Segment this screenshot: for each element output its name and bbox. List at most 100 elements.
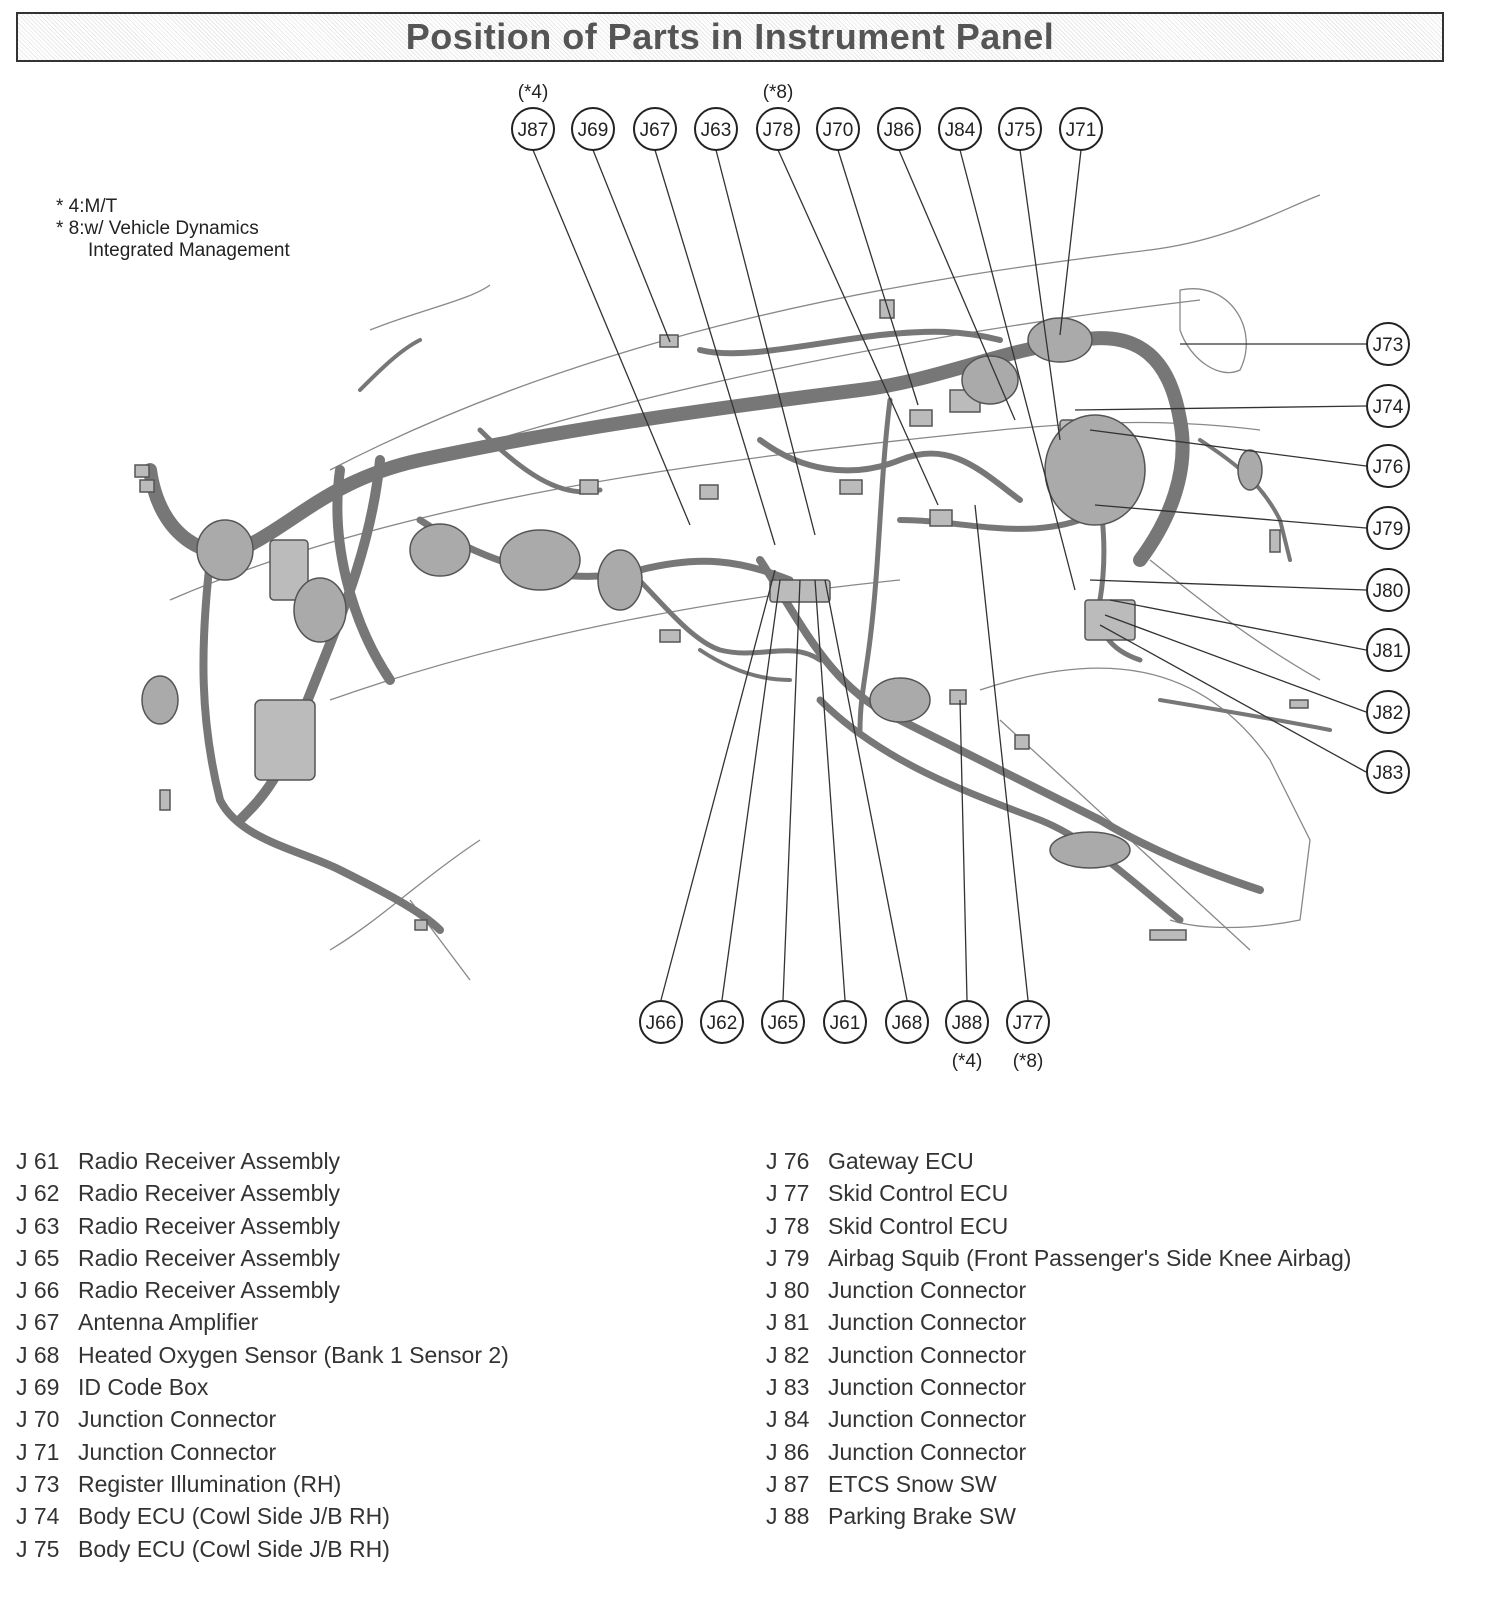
callout-j76: J76 — [1366, 444, 1410, 488]
legend-code: J 65 — [16, 1244, 60, 1271]
callout-label: J65 — [768, 1013, 799, 1034]
callout-label: J88 — [952, 1013, 983, 1034]
legend-name: Skid Control ECU — [828, 1180, 1009, 1207]
legend-row: J 62 Radio Receiver Assembly — [16, 1177, 509, 1209]
callout-j79: J79 — [1366, 506, 1410, 550]
callout-j88: J88 (*4) — [945, 1000, 989, 1072]
callout-label: J82 — [1373, 703, 1404, 724]
legend-code: J 69 — [16, 1374, 60, 1401]
legend-code: J 86 — [766, 1438, 810, 1465]
legend-name: Junction Connector — [828, 1438, 1027, 1465]
legend-name: Junction Connector — [828, 1277, 1027, 1304]
legend-name: Body ECU (Cowl Side J/B RH) — [78, 1535, 390, 1562]
footnote-4: * 4:M/T — [56, 196, 118, 217]
legend-row: J 75 Body ECU (Cowl Side J/B RH) — [16, 1533, 509, 1565]
callout-j67: J67 — [633, 107, 677, 151]
legend-row: J 77 Skid Control ECU — [766, 1177, 1351, 1209]
legend-code: J 73 — [16, 1470, 60, 1497]
callout-j62: J62 — [700, 1000, 744, 1044]
callout-label: J84 — [945, 120, 976, 141]
legend-code: J 68 — [16, 1341, 60, 1368]
legend-name: Airbag Squib (Front Passenger's Side Kne… — [828, 1244, 1352, 1271]
callout-note: (*4) — [518, 82, 549, 103]
callout-label: J75 — [1005, 120, 1036, 141]
callout-j70: J70 — [816, 107, 860, 151]
callout-label: J63 — [701, 120, 732, 141]
callout-label: J73 — [1373, 335, 1404, 356]
callout-j83: J83 — [1366, 750, 1410, 794]
callout-label: J61 — [830, 1013, 861, 1034]
legend-row: J 81 Junction Connector — [766, 1306, 1351, 1338]
legend-code: J 76 — [766, 1148, 810, 1174]
legend-code: J 75 — [16, 1535, 60, 1562]
callout-j84: J84 — [938, 107, 982, 151]
legend-name: Junction Connector — [78, 1438, 277, 1465]
callout-j80: J80 — [1366, 568, 1410, 612]
legend-code: J 87 — [766, 1470, 810, 1497]
callout-label: J78 — [763, 120, 794, 141]
footnote-8-continued: Integrated Management — [88, 240, 290, 261]
legend-row: J 82 Junction Connector — [766, 1339, 1351, 1371]
legend-code: J 81 — [766, 1309, 810, 1336]
callout-note: (*4) — [952, 1051, 983, 1072]
legend-code: J 79 — [766, 1244, 810, 1271]
callout-note: (*8) — [1013, 1051, 1044, 1072]
callout-label: J70 — [823, 120, 854, 141]
callout-j78: (*8) J78 — [756, 82, 800, 151]
callout-label: J86 — [884, 120, 915, 141]
legend-code: J 84 — [766, 1406, 810, 1433]
callout-j69: J69 — [571, 107, 615, 151]
legend-name: ID Code Box — [78, 1374, 209, 1401]
callout-j63: J63 — [694, 107, 738, 151]
legend-name: Skid Control ECU — [828, 1212, 1009, 1239]
legend-code: J 82 — [766, 1341, 810, 1368]
legend-name: Junction Connector — [828, 1406, 1027, 1433]
title-banner: Position of Parts in Instrument Panel — [16, 12, 1444, 62]
callout-note: (*8) — [763, 82, 794, 103]
legend-name: Radio Receiver Assembly — [78, 1277, 341, 1304]
footnote-8: * 8:w/ Vehicle Dynamics — [56, 218, 259, 239]
callout-j68: J68 — [885, 1000, 929, 1044]
callout-label: J74 — [1373, 397, 1404, 418]
legend-name: Junction Connector — [828, 1374, 1027, 1401]
callout-label: J68 — [892, 1013, 923, 1034]
callout-j65: J65 — [761, 1000, 805, 1044]
legend-right: J 76 Gateway ECU J 77 Skid Control ECU J 7… — [766, 1145, 1351, 1533]
legend-code: J 77 — [766, 1180, 810, 1207]
legend-name: Gateway ECU — [828, 1148, 974, 1174]
callout-j74: J74 — [1366, 384, 1410, 428]
legend-code: J 80 — [766, 1277, 810, 1304]
callout-label: J79 — [1373, 519, 1404, 540]
callout-label: J81 — [1373, 641, 1404, 662]
legend-code: J 74 — [16, 1503, 60, 1530]
legend-name: Junction Connector — [828, 1309, 1027, 1336]
legend-name: Junction Connector — [828, 1341, 1027, 1368]
callout-j71: J71 — [1059, 107, 1103, 151]
legend-name: Radio Receiver Assembly — [78, 1212, 341, 1239]
callout-j82: J82 — [1366, 690, 1410, 734]
callout-label: J87 — [518, 120, 549, 141]
callout-label: J80 — [1373, 581, 1404, 602]
legend-name: ETCS Snow SW — [828, 1470, 997, 1497]
callout-label: J77 — [1013, 1013, 1044, 1034]
legend-name: Parking Brake SW — [828, 1503, 1016, 1530]
callout-label: J62 — [707, 1013, 738, 1034]
legend-name: Radio Receiver Assembly — [78, 1148, 341, 1174]
leader-lines — [532, 149, 1367, 1001]
legend-row: J 87 ETCS Snow SW — [766, 1468, 1351, 1500]
legend-name: Radio Receiver Assembly — [78, 1180, 341, 1207]
legend-code: J 62 — [16, 1180, 60, 1207]
legend-row: J 76 Gateway ECU — [766, 1145, 1351, 1177]
legend-row: J 86 Junction Connector — [766, 1436, 1351, 1468]
